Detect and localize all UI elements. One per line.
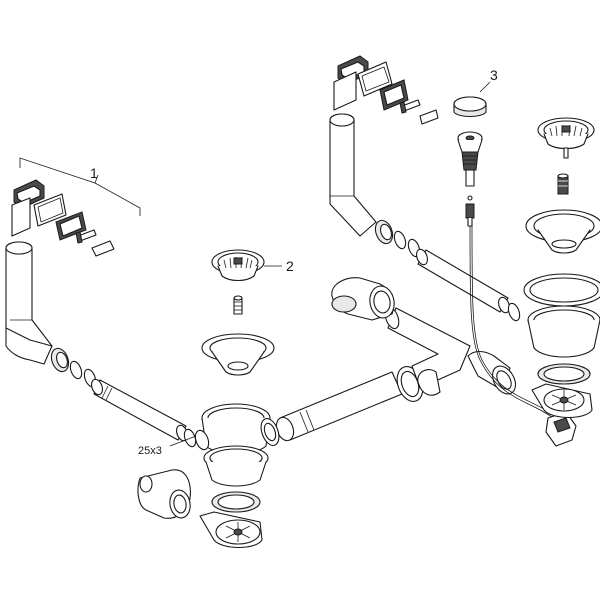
overflow-screw-left bbox=[75, 229, 97, 244]
overflow-cover-plate-right bbox=[357, 61, 393, 97]
callout-1: 1 bbox=[90, 165, 98, 181]
control-knob-cap bbox=[453, 96, 487, 118]
overflow-screw-right bbox=[399, 99, 421, 114]
right-strainer-assembly bbox=[525, 117, 600, 254]
overflow-tube-right bbox=[329, 113, 377, 237]
drain-body-left bbox=[199, 403, 271, 549]
o-ring-lower-left bbox=[194, 429, 210, 451]
callout-3: 3 bbox=[490, 67, 498, 83]
cross-pipe-center bbox=[275, 366, 424, 442]
bowden-cable bbox=[465, 195, 559, 421]
overflow-washer-right bbox=[419, 109, 439, 125]
pop-up-waste-assembly: 3 bbox=[453, 67, 577, 447]
right-overflow-assembly bbox=[329, 55, 521, 322]
drain-body-right bbox=[523, 273, 600, 419]
basket-strainer-center bbox=[211, 249, 265, 282]
overflow-cover-plate-left bbox=[33, 193, 67, 227]
center-strainer-assembly: 2 bbox=[201, 249, 294, 376]
overflow-washer-left bbox=[91, 240, 115, 257]
left-overflow-assembly bbox=[5, 157, 197, 448]
callout-25x3: 25x3 bbox=[138, 445, 162, 457]
elbow-fitting-top bbox=[331, 277, 395, 321]
pipe-coupling-left bbox=[260, 418, 280, 446]
callout-2: 2 bbox=[286, 258, 294, 274]
elbow-fitting-left bbox=[137, 469, 191, 519]
cable-end-fitting bbox=[545, 411, 577, 447]
basket-strainer-right bbox=[537, 117, 595, 159]
overflow-tube-elbow-left bbox=[5, 327, 53, 365]
connector-nut-left bbox=[50, 347, 70, 373]
overflow-gasket-left bbox=[55, 211, 87, 241]
sealing-ring-right-a bbox=[393, 230, 407, 250]
strainer-stem-right bbox=[557, 173, 569, 195]
sink-flange-center bbox=[201, 333, 275, 376]
overflow-head-left bbox=[11, 179, 45, 237]
control-knob-body bbox=[457, 131, 483, 187]
sink-flange-right bbox=[525, 209, 600, 254]
pipe-to-right-drain bbox=[467, 350, 517, 395]
strainer-stem-center bbox=[233, 295, 243, 315]
overflow-hose-left bbox=[91, 378, 188, 442]
o-ring-right bbox=[507, 302, 521, 322]
overflow-hose-right bbox=[416, 248, 510, 314]
connector-nut-right bbox=[374, 219, 394, 245]
sealing-ring-left-a bbox=[69, 360, 83, 380]
